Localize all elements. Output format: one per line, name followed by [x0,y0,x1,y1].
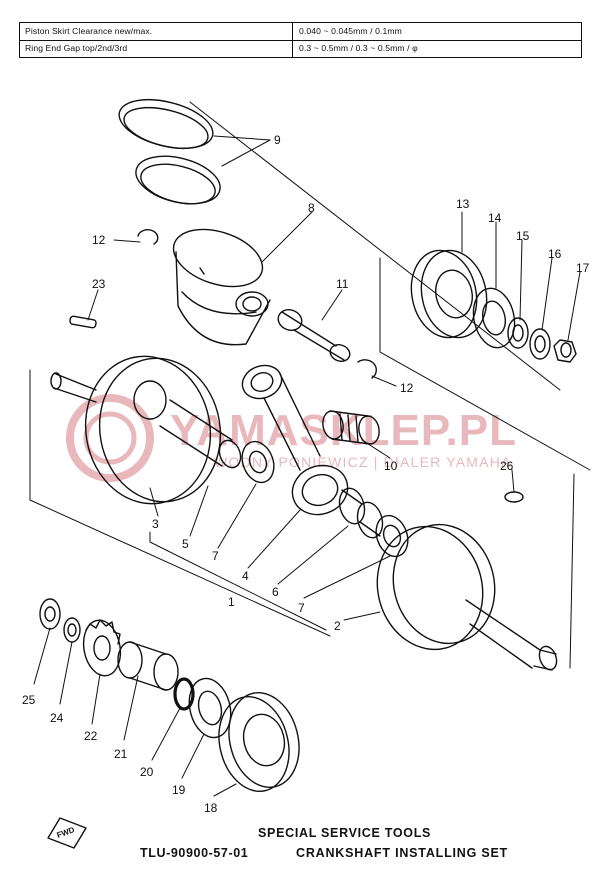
callout-16: 16 [548,247,562,261]
callout-15: 15 [516,229,530,243]
callout-19: 19 [172,783,186,797]
callout-12: 12 [92,233,106,247]
callout-7: 7 [298,601,305,615]
bearing-18 [218,692,300,792]
callout-10: 10 [384,459,398,473]
callout-22: 22 [84,729,98,743]
gear-22 [82,619,122,677]
callout-18: 18 [204,801,218,815]
spec-label: Ring End Gap top/2nd/3rd [25,43,128,53]
piston-pin [277,309,351,362]
tool-number: TLU-90900-57-01 [140,846,249,860]
washer-24 [63,617,81,643]
thrust-washer-left [241,440,275,484]
crank-pin [159,399,242,469]
callout-7: 7 [212,549,219,563]
piston [172,228,271,346]
washer-16 [529,328,551,360]
piston-pin-clip-right [357,359,377,379]
oil-seal-14 [472,287,516,349]
leader-lines [33,135,581,797]
spec-table: Piston Skirt Clearance new/max. 0.040 ~ … [19,22,582,58]
callout-12: 12 [400,381,414,395]
oil-seal-19 [188,677,232,739]
callout-8: 8 [308,201,315,215]
crank-wheel-right [376,523,558,671]
callout-21: 21 [114,747,128,761]
piston-pin-clip-left [137,229,159,245]
spec-value: 0.3 ~ 0.5mm / 0.3 ~ 0.5mm / φ [299,43,418,53]
callout-3: 3 [152,517,159,531]
spec-row-ring-gap: Ring End Gap top/2nd/3rd 0.3 ~ 0.5mm / 0… [20,40,581,57]
spec-label: Piston Skirt Clearance new/max. [25,26,153,36]
tool-name: CRANKSHAFT INSTALLING SET [296,846,509,860]
woodruff-key-23 [69,315,97,329]
callout-23: 23 [92,277,106,291]
big-end-bearing [338,487,384,539]
bearing-13 [410,249,488,339]
fwd-arrow-icon: FWD [47,817,87,849]
callout-4: 4 [242,569,249,583]
nut-17 [553,339,577,363]
special-tools-heading: SPECIAL SERVICE TOOLS [258,826,432,840]
spec-row-piston-skirt: Piston Skirt Clearance new/max. 0.040 ~ … [20,23,581,41]
watermark-subtitle: WODNY PONIEWICZ | DIALER YAMAHA [214,454,512,470]
nut-25 [39,598,61,630]
callout-2: 2 [334,619,341,633]
crank-wheel-left [50,355,222,505]
connecting-rod [241,364,349,516]
callout-1: 1 [228,595,235,609]
assembly-guides [29,101,591,669]
spec-value: 0.040 ~ 0.045mm / 0.1mm [299,26,402,36]
piston-rings [118,98,221,205]
callout-17: 17 [576,261,590,275]
callout-24: 24 [50,711,64,725]
o-ring-20 [173,677,195,711]
spacer-15 [507,317,529,349]
callout-20: 20 [140,765,154,779]
fwd-label: FWD [56,825,76,840]
collar-21 [117,641,179,691]
callout-9: 9 [274,133,281,147]
callout-26: 26 [500,459,514,473]
callout-6: 6 [272,585,279,599]
callout-labels: 9 8 12 11 12 23 13 14 15 16 17 10 26 3 5… [22,133,590,815]
callout-14: 14 [488,211,502,225]
callout-13: 13 [456,197,470,211]
callout-11: 11 [336,277,349,291]
callout-25: 25 [22,693,36,707]
small-end-bearing [322,410,380,445]
woodruff-key-26 [504,491,524,503]
callout-5: 5 [182,537,189,551]
